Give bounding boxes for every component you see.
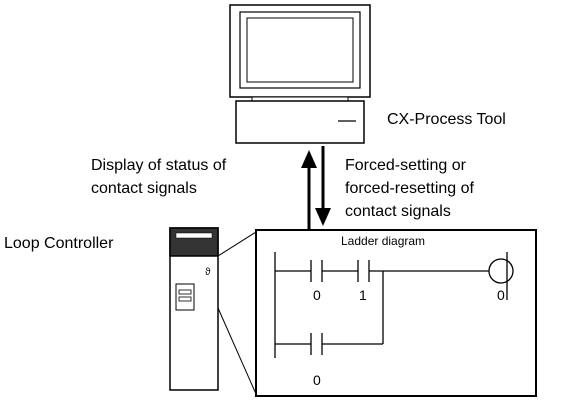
controller-port-slot-bottom bbox=[178, 296, 192, 302]
monitor-screen bbox=[246, 17, 354, 83]
ladder-diagram-box bbox=[255, 229, 537, 397]
controller-top-slot bbox=[175, 232, 213, 239]
forced-setting-label-line2: forced-resetting of bbox=[345, 180, 475, 197]
ladder-diagram bbox=[274, 252, 514, 358]
computer bbox=[229, 4, 371, 144]
display-status-label-line1: Display of status of bbox=[91, 157, 227, 174]
contact-0-label: 0 bbox=[313, 287, 321, 303]
callout-line-top bbox=[217, 231, 257, 257]
controller-indicator-icon: ϑ bbox=[205, 267, 211, 278]
output-coil bbox=[488, 258, 514, 284]
coil-0-label: 0 bbox=[497, 287, 505, 303]
forced-setting-label-line1: Forced-setting or bbox=[345, 157, 467, 174]
ladder-diagram-title: Ladder diagram bbox=[341, 234, 425, 248]
up-arrow bbox=[301, 150, 317, 230]
loop-controller-label: Loop Controller bbox=[4, 235, 114, 252]
contact-1-label: 1 bbox=[359, 287, 367, 303]
display-status-label-line2: contact signals bbox=[91, 180, 197, 197]
callout-line-bottom bbox=[217, 307, 257, 395]
loop-controller-unit: ϑ bbox=[169, 227, 219, 391]
contact-0-branch-label: 0 bbox=[313, 372, 321, 388]
cx-process-tool-label: CX-Process Tool bbox=[387, 111, 506, 128]
controller-top-panel bbox=[169, 227, 219, 257]
down-arrow bbox=[315, 146, 331, 226]
system-unit bbox=[235, 100, 365, 144]
forced-setting-label-line3: contact signals bbox=[345, 203, 451, 220]
controller-port-slot-top bbox=[178, 289, 192, 295]
